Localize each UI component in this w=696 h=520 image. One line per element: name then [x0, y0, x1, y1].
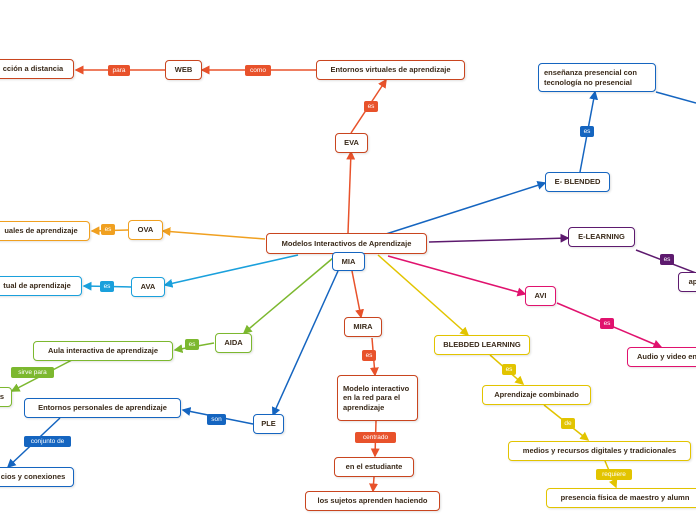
mia-node[interactable]: MIA [332, 252, 365, 271]
label-es-mira: es [362, 350, 376, 361]
label-es-aida: es [185, 339, 199, 350]
eva-node[interactable]: EVA [335, 133, 368, 153]
ova-node[interactable]: OVA [128, 220, 163, 240]
ple-node[interactable]: PLE [253, 414, 284, 434]
aida-node[interactable]: AIDA [215, 333, 252, 353]
elearning-node[interactable]: E-LEARNING [568, 227, 635, 247]
label-es-bl: es [502, 364, 516, 375]
label-como: como [245, 65, 271, 76]
label-centrado: centrado [355, 432, 396, 443]
ova-def-node[interactable]: uales de aprendizaje [0, 221, 90, 241]
label-es-elearning: es [660, 254, 674, 265]
label-es-ova: es [101, 224, 115, 235]
conexiones-node[interactable]: cios y conexiones [0, 467, 74, 487]
combinado-node[interactable]: Aprendizaje combinado [482, 385, 591, 405]
avi-node[interactable]: AVI [525, 286, 556, 306]
aida-def-node[interactable]: Aula interactiva de aprendizaje [33, 341, 173, 361]
label-sirve-para: sirve para [11, 367, 54, 378]
label-son: son [207, 414, 226, 425]
blended-node[interactable]: E- BLENDED [545, 172, 610, 192]
blended-learning-node[interactable]: BLEBDED LEARNING [434, 335, 530, 355]
fisica-node[interactable]: presencia física de maestro y alumn [546, 488, 696, 508]
audio-node[interactable]: Audio y video en [627, 347, 696, 367]
medios-node[interactable]: medios y recursos digitales y tradiciona… [508, 441, 691, 461]
label-es-avi: es [600, 318, 614, 329]
ava-def-node[interactable]: tual de aprendizaje [0, 276, 82, 296]
distancia-node[interactable]: cción a distancia [0, 59, 74, 79]
central-node[interactable]: Modelos Interactivos de Aprendizaje [266, 233, 427, 254]
web-node[interactable]: WEB [165, 60, 202, 80]
mira-node[interactable]: MIRA [344, 317, 382, 337]
label-es-blended: es [580, 126, 594, 137]
eva-def-node[interactable]: Entornos virtuales de aprendizaje [316, 60, 465, 80]
presencial-node[interactable]: enseñanza presencial con tecnología no p… [538, 63, 656, 92]
label-conjunto-de: conjunto de [24, 436, 71, 447]
mira-def-node[interactable]: Modelo interactivo en la red para el apr… [337, 375, 418, 421]
sujetos-node[interactable]: los sujetos aprenden haciendo [305, 491, 440, 511]
label-de: de [561, 418, 575, 429]
ap-node[interactable]: ap [678, 272, 696, 292]
label-es-eva: es [364, 101, 378, 112]
estudiante-node[interactable]: en el estudiante [334, 457, 414, 477]
label-es-ava: es [100, 281, 114, 292]
ava-node[interactable]: AVA [131, 277, 165, 297]
s-node[interactable]: s [0, 387, 12, 407]
label-requiere: requiere [596, 469, 632, 480]
ple-def-node[interactable]: Entornos personales de aprendizaje [24, 398, 181, 418]
label-para: para [108, 65, 130, 76]
